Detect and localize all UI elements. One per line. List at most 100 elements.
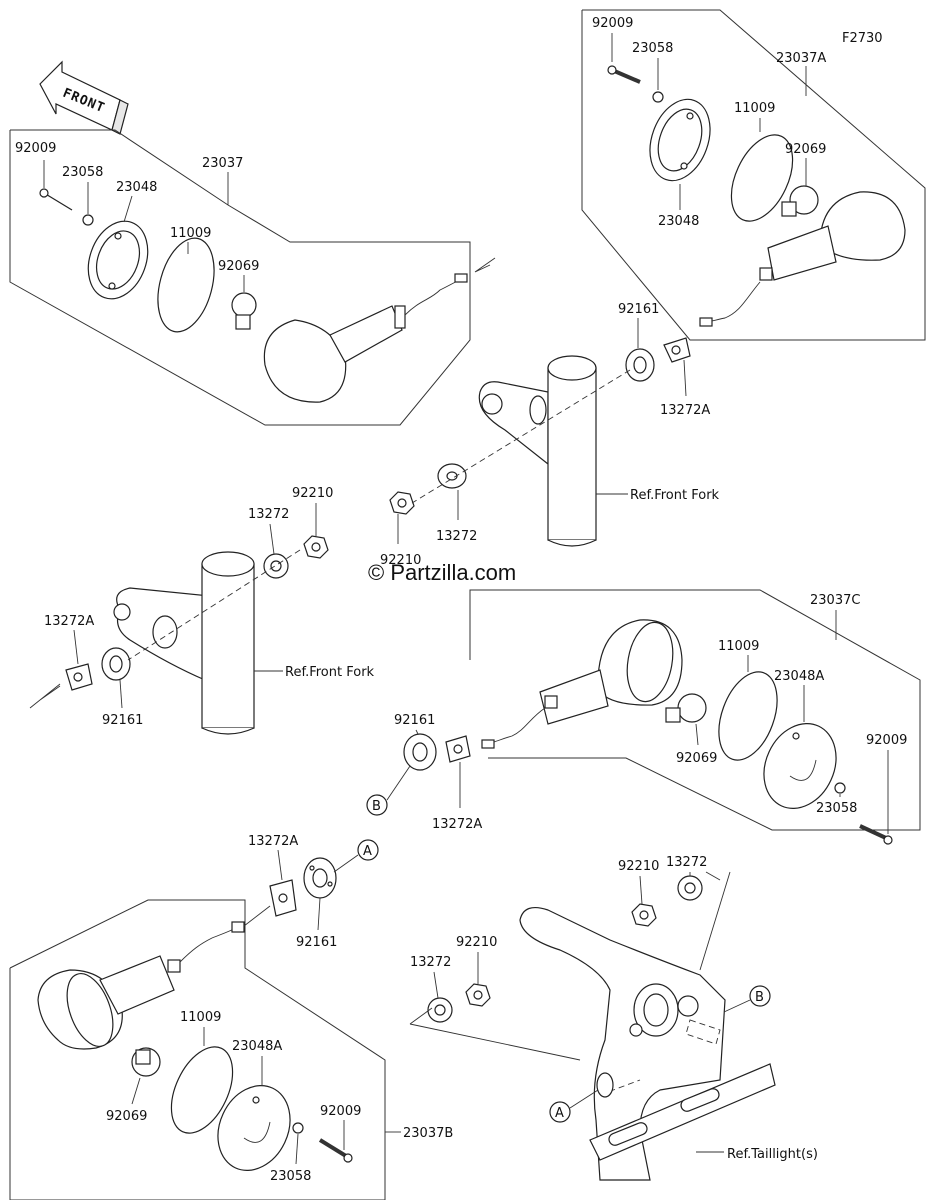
washer-icon xyxy=(427,997,453,1023)
label-rim: 23048 xyxy=(658,214,699,229)
label-collar: 23058 xyxy=(632,41,673,56)
washer-icon xyxy=(269,879,297,917)
callout-a-label: A xyxy=(555,1106,564,1121)
label-gasket: 11009 xyxy=(718,639,759,654)
taillight-bracket xyxy=(519,907,776,1181)
screw-icon xyxy=(607,65,641,84)
nut-icon xyxy=(631,903,657,927)
signal-housing-icon xyxy=(37,905,271,1050)
washer-icon xyxy=(663,337,691,363)
gasket-ring-icon xyxy=(718,671,778,761)
turn-signal-rear-right-group: 23037C 11009 23048A 92069 92009 23058 xyxy=(469,589,921,845)
grommet-icon xyxy=(625,348,655,382)
label-rim: 23048 xyxy=(116,180,157,195)
label-screw: 92009 xyxy=(866,733,907,748)
label-nut: 92210 xyxy=(456,935,497,950)
gasket-ring-icon xyxy=(170,1046,234,1134)
turn-signal-front-right-group: 92009 23058 23037A 11009 92069 23048 xyxy=(581,9,926,341)
lens-rim-icon xyxy=(217,1085,291,1171)
label-nut: 92210 xyxy=(618,859,659,874)
label-collar: 23058 xyxy=(816,801,857,816)
label-gasket: 11009 xyxy=(170,226,211,241)
washer-icon xyxy=(437,463,467,489)
label-assembly-fl: 23037 xyxy=(202,156,243,171)
watermark: © Partzilla.com xyxy=(368,560,516,585)
nut-icon xyxy=(389,491,415,515)
front-fork-left-mount: 92210 13272 Ref.Front Fork 13272A 92161 xyxy=(29,486,375,735)
collar-icon xyxy=(82,214,94,226)
label-grommet: 92161 xyxy=(102,713,143,728)
label-grommet: 92161 xyxy=(394,713,435,728)
label-washer-a: 13272A xyxy=(44,614,94,629)
washer-icon xyxy=(263,553,289,579)
label-gasket: 11009 xyxy=(734,101,775,116)
grommet-icon xyxy=(101,647,131,681)
front-fork-right-mount: 92161 13272A Ref.Front Fork 13272 92210 xyxy=(380,302,720,568)
nut-icon xyxy=(465,983,491,1007)
ref-taillight: Ref.Taillight(s) xyxy=(727,1147,818,1162)
taillight-mount-parts: 13272 92210 92210 13272 B A Ref.Tailligh… xyxy=(409,855,818,1162)
gasket-ring-icon xyxy=(157,237,215,333)
label-screw: 92009 xyxy=(320,1104,361,1119)
washer-icon xyxy=(677,875,703,901)
callout-b-label: B xyxy=(372,799,381,814)
label-washer: 13272 xyxy=(248,507,289,522)
gasket-ring-icon xyxy=(730,134,794,222)
label-washer: 13272 xyxy=(666,855,707,870)
callout-a: A xyxy=(549,1089,599,1123)
label-nut: 92210 xyxy=(292,486,333,501)
signal-housing-icon xyxy=(699,191,906,327)
label-screw: 92009 xyxy=(592,16,633,31)
bulb-icon xyxy=(131,1047,161,1077)
label-collar: 23058 xyxy=(270,1169,311,1184)
screw-icon xyxy=(318,1138,353,1163)
bulb-icon xyxy=(665,693,707,723)
label-grommet: 92161 xyxy=(296,935,337,950)
collar-icon xyxy=(652,91,664,103)
label-washer: 13272 xyxy=(436,529,477,544)
collar-icon xyxy=(292,1122,304,1134)
label-bulb: 92069 xyxy=(785,142,826,157)
label-nut: 92210 xyxy=(380,553,421,568)
turn-signal-front-left-group: 92009 23058 23048 23037 11009 92069 xyxy=(9,129,496,426)
label-bulb: 92069 xyxy=(106,1109,147,1124)
signal-housing-icon xyxy=(481,619,683,749)
label-collar: 23058 xyxy=(62,165,103,180)
callout-b-label: B xyxy=(755,990,764,1005)
figure-code: F2730 xyxy=(842,31,883,46)
rear-right-mount-parts: 92161 13272A B xyxy=(366,713,482,832)
lens-rim-icon xyxy=(763,723,837,809)
screw-icon xyxy=(39,188,73,211)
lens-rim-icon xyxy=(649,98,711,182)
label-assembly-fr: 23037A xyxy=(776,51,826,66)
label-assembly-rl: 23037B xyxy=(403,1126,453,1141)
label-washer: 13272 xyxy=(410,955,451,970)
label-washer-a: 13272A xyxy=(660,403,710,418)
turn-signal-rear-left-group: 13272A 92161 A 11009 23048A 92069 92009 … xyxy=(9,834,453,1200)
nut-icon xyxy=(303,535,329,559)
washer-icon xyxy=(445,735,471,763)
bulb-icon xyxy=(781,185,819,217)
callout-b: B xyxy=(723,985,771,1013)
callout-a: A xyxy=(333,839,379,873)
signal-housing-icon xyxy=(263,257,496,403)
callout-b: B xyxy=(366,765,411,816)
label-rim-a: 23048A xyxy=(774,669,824,684)
label-bulb: 92069 xyxy=(218,259,259,274)
label-rim-a: 23048A xyxy=(232,1039,282,1054)
screw-icon xyxy=(859,824,893,845)
washer-icon xyxy=(65,663,93,691)
front-direction-arrow: FRONT xyxy=(39,60,129,135)
bulb-icon xyxy=(231,292,257,330)
label-washer-a: 13272A xyxy=(432,817,482,832)
lens-rim-icon xyxy=(87,220,149,300)
label-gasket: 11009 xyxy=(180,1010,221,1025)
label-assembly-rr: 23037C xyxy=(810,593,860,608)
label-bulb: 92069 xyxy=(676,751,717,766)
collar-icon xyxy=(834,782,846,794)
grommet-icon xyxy=(303,857,337,899)
ref-front-fork: Ref.Front Fork xyxy=(285,665,375,680)
label-screw: 92009 xyxy=(15,141,56,156)
